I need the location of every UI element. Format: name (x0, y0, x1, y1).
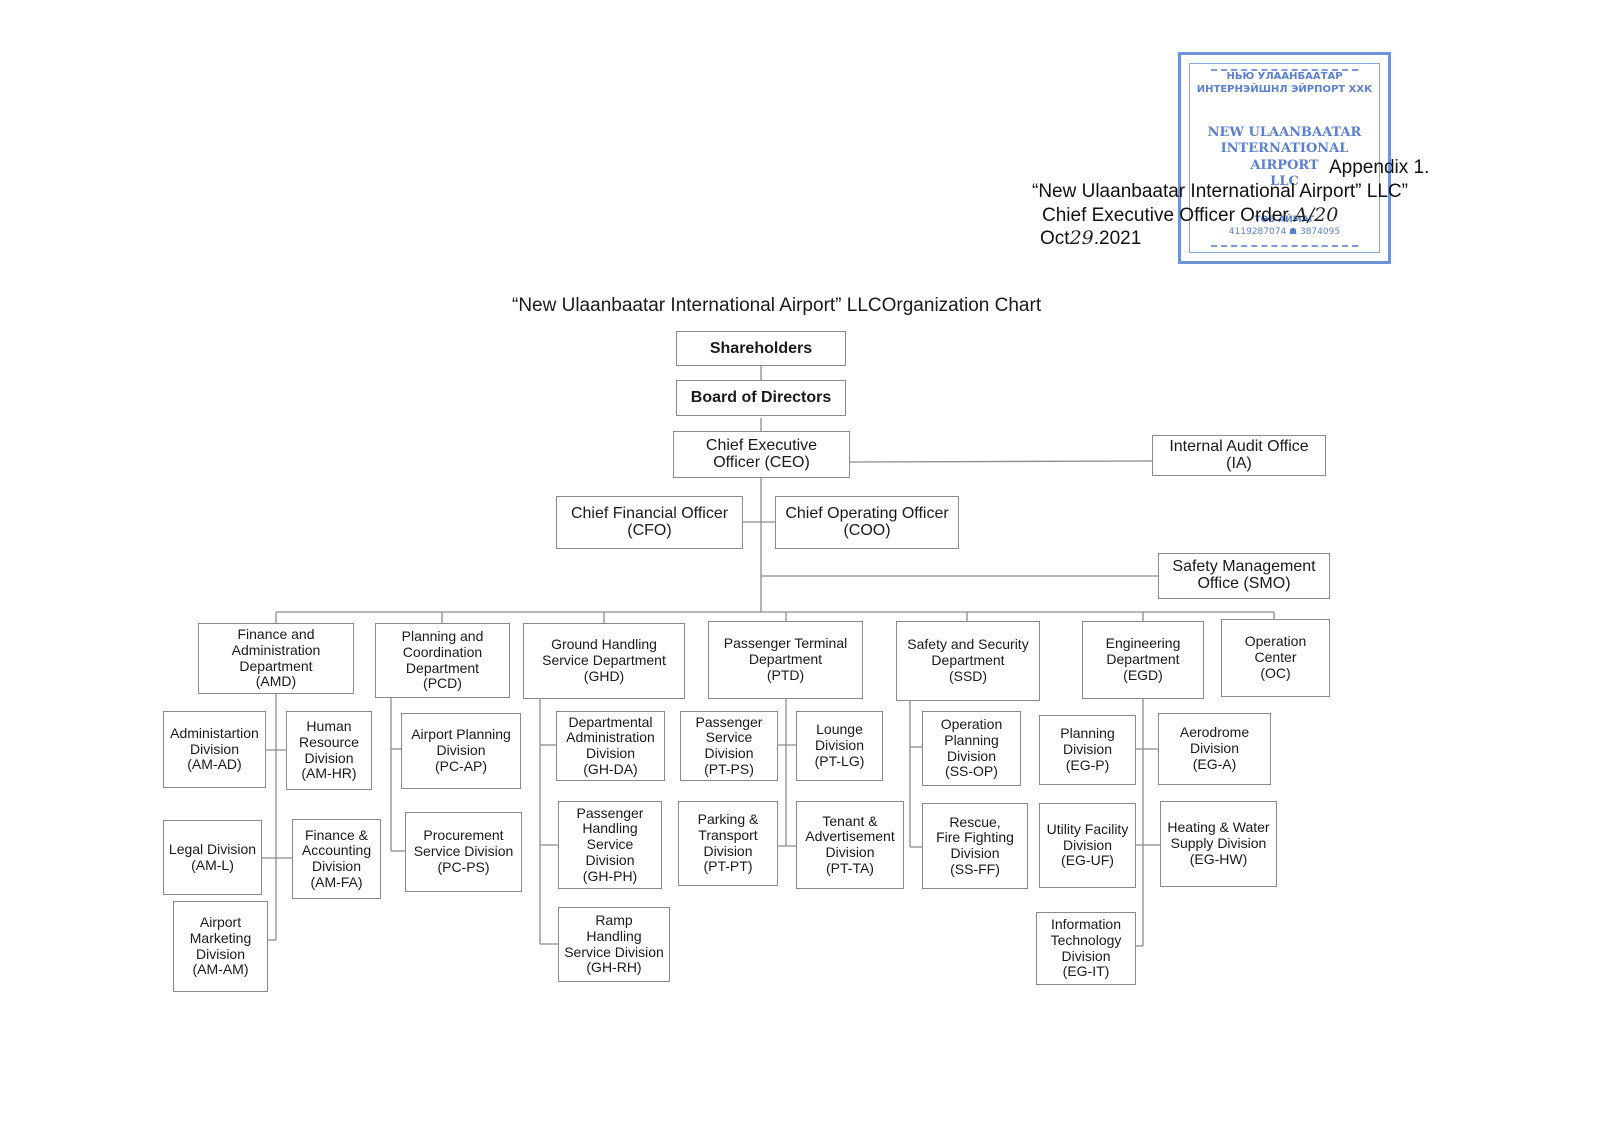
node-safety-management: Safety Management Office (SMO) (1158, 553, 1330, 599)
node-dept-amd: Finance and Administration Department (A… (198, 623, 354, 694)
date-day-handwritten: 29 (1069, 227, 1094, 249)
seal-english-name: NEW ULAANBAATAR INTERNATIONAL AIRPORT LL… (1207, 125, 1362, 189)
node-cfo: Chief Financial Officer (CFO) (556, 496, 743, 549)
node-div-pt-pt: Parking & Transport Division (PT-PT) (678, 801, 778, 886)
seal-top-ornament (1211, 69, 1358, 77)
node-div-am-l: Legal Division (AM-L) (163, 820, 262, 895)
company-seal: НЬЮ УЛААНБААТАР ИНТЕРНЭЙШНЛ ЭЙРПОРТ ХХК … (1178, 52, 1391, 264)
node-coo: Chief Operating Officer (COO) (775, 496, 959, 549)
node-dept-ghd: Ground Handling Service Department (GHD) (523, 623, 685, 699)
seal-bottom-ornament (1211, 245, 1358, 253)
node-div-pt-lg: Lounge Division (PT-LG) (796, 711, 883, 781)
node-board-of-directors: Board of Directors (676, 380, 846, 416)
node-internal-audit: Internal Audit Office (IA) (1152, 435, 1326, 476)
node-dept-ptd: Passenger Terminal Department (PTD) (708, 621, 863, 699)
node-div-pc-ps: Procurement Service Division (PC-PS) (405, 812, 522, 892)
seal-inner-border (1189, 63, 1380, 253)
seal-ids: 4119287074 ☗ 3874095 (1228, 227, 1341, 237)
node-div-ss-op: Operation Planning Division (SS-OP) (922, 711, 1021, 786)
node-div-eg-hw: Heating & Water Supply Division (EG-HW) (1160, 801, 1277, 887)
node-div-eg-p: Planning Division (EG-P) (1039, 715, 1136, 785)
node-div-gh-rh: Ramp Handling Service Division (GH-RH) (558, 907, 670, 982)
node-div-am-ad: Administartion Division (AM-AD) (163, 711, 266, 788)
node-div-eg-it: Information Technology Division (EG-IT) (1036, 912, 1136, 985)
appendix-label: Appendix 1. (1329, 157, 1430, 178)
node-shareholders: Shareholders (676, 331, 846, 366)
appendix-company: “New Ulaanbaatar International Airport” … (1032, 181, 1408, 202)
node-div-gh-da: Departmental Administration Division (GH… (556, 711, 665, 781)
node-div-am-hr: Human Resource Division (AM-HR) (286, 711, 372, 790)
node-div-pt-ps: Passenger Service Division (PT-PS) (680, 711, 778, 781)
node-dept-egd: Engineering Department (EGD) (1082, 621, 1204, 699)
seal-region: ТӨВ АЙМАГ (1254, 215, 1315, 225)
appendix-order: Chief Executive Officer Order A/20 (1042, 204, 1339, 226)
appendix-date: Oct29.2021 (1040, 227, 1142, 249)
node-dept-ssd: Safety and Security Department (SSD) (896, 621, 1040, 701)
node-div-ss-ff: Rescue, Fire Fighting Division (SS-FF) (922, 803, 1028, 889)
node-div-am-fa: Finance & Accounting Division (AM-FA) (292, 819, 381, 899)
node-div-eg-a: Aerodrome Division (EG-A) (1158, 713, 1271, 785)
node-div-eg-uf: Utility Facility Division (EG-UF) (1039, 803, 1136, 888)
node-div-am-am: Airport Marketing Division (AM-AM) (173, 901, 268, 992)
node-dept-pcd: Planning and Coordination Department (PC… (375, 623, 510, 698)
order-number-handwritten: A/20 (1294, 204, 1339, 226)
node-ceo: Chief Executive Officer (CEO) (673, 431, 850, 478)
chart-title: “New Ulaanbaatar International Airport” … (512, 295, 1042, 316)
seal-cyrillic-name: НЬЮ УЛААНБААТАР ИНТЕРНЭЙШНЛ ЭЙРПОРТ ХХК (1196, 71, 1373, 95)
node-operation-center: Operation Center (OC) (1221, 619, 1330, 697)
node-div-pc-ap: Airport Planning Division (PC-AP) (401, 713, 521, 789)
node-div-gh-ph: Passenger Handling Service Division (GH-… (558, 801, 662, 889)
node-div-pt-ta: Tenant & Advertisement Division (PT-TA) (796, 801, 904, 889)
